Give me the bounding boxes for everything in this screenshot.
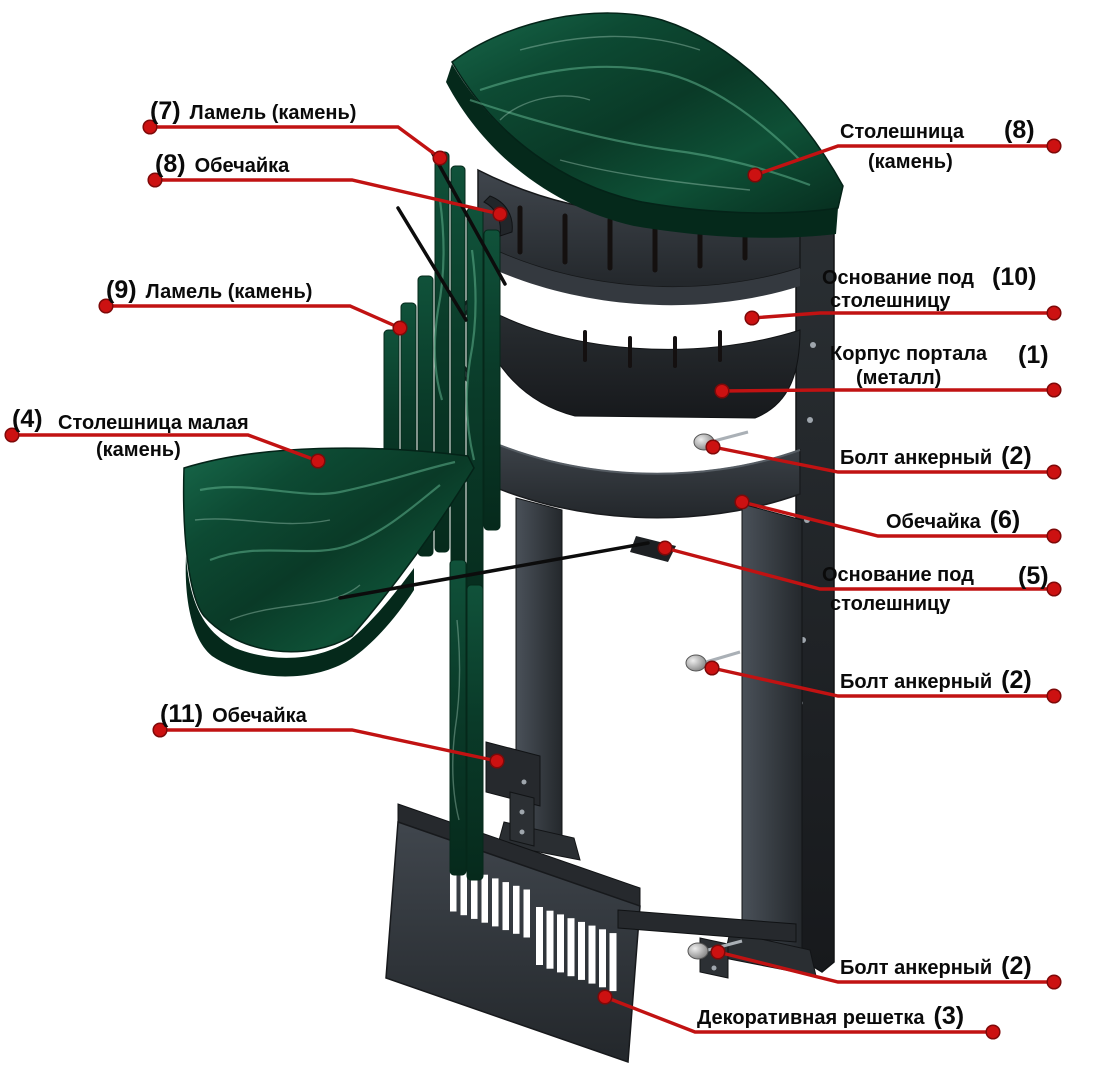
label-text: Ламель (камень): [189, 102, 357, 124]
label-text: Болт анкерный: [840, 447, 993, 469]
label-lamel-9: (9) Ламель (камень): [106, 277, 312, 305]
label-anchor-bolt-2a: Болт анкерный (2): [840, 443, 1032, 471]
label-text: Обечайка: [212, 705, 307, 727]
label-lamel-7: (7) Ламель (камень): [150, 98, 356, 126]
alignment-rods-art: [338, 150, 650, 600]
label-text-line2: (камень): [96, 439, 181, 461]
label-decorative-grille-3: Декоративная решетка (3): [697, 1003, 964, 1031]
label-text-line2: столешницу: [830, 593, 951, 615]
label-anchor-bolt-2c: Болт анкерный (2): [840, 953, 1032, 981]
label-number: (9): [106, 276, 137, 304]
label-text: Ламель (камень): [145, 281, 313, 303]
label-text: Обечайка: [194, 155, 290, 177]
label-number: (4): [12, 405, 43, 433]
label-text: Декоративная решетка: [697, 1007, 925, 1029]
label-number: (2): [1001, 952, 1032, 980]
label-number: (2): [1001, 666, 1032, 694]
label-number: (8): [155, 150, 186, 178]
decorative-grille-slits: [450, 863, 617, 992]
small-countertop-art: [182, 447, 475, 677]
label-text: Обечайка: [886, 511, 981, 533]
label-anchor-bolt-2b: Болт анкерный (2): [840, 667, 1032, 695]
label-text-line2: (камень): [868, 151, 953, 173]
label-number: (7): [150, 97, 181, 125]
label-band-6: Обечайка (6): [886, 507, 1020, 535]
label-number: (5): [1018, 562, 1049, 590]
anchor-bolts-art: [685, 430, 749, 960]
label-number: (6): [989, 506, 1021, 534]
label-band-11: (11) Обечайка: [160, 701, 307, 729]
label-text: Болт анкерный: [840, 671, 993, 693]
leader-lines: [4, 119, 1062, 1040]
label-text-line2: столешницу: [830, 290, 951, 312]
label-text: Столешница: [840, 121, 964, 143]
label-text: Болт анкерный: [840, 957, 993, 979]
label-number: (11): [160, 700, 204, 728]
label-band-8-left: (8) Обечайка: [155, 151, 289, 179]
label-text-line2: (металл): [856, 367, 942, 389]
large-countertop-art: [446, 12, 844, 238]
label-number: (2): [1001, 442, 1032, 470]
label-number: (10): [992, 263, 1037, 291]
label-number: (1): [1018, 341, 1049, 369]
label-text: Столешница малая: [58, 412, 249, 434]
label-number: (3): [933, 1002, 965, 1030]
label-text: Корпус портала: [830, 343, 988, 365]
label-number: (8): [1004, 116, 1035, 144]
portal-metal-body-art: [385, 168, 835, 1064]
label-text: Основание под: [822, 267, 974, 289]
label-text: Основание под: [822, 564, 974, 586]
